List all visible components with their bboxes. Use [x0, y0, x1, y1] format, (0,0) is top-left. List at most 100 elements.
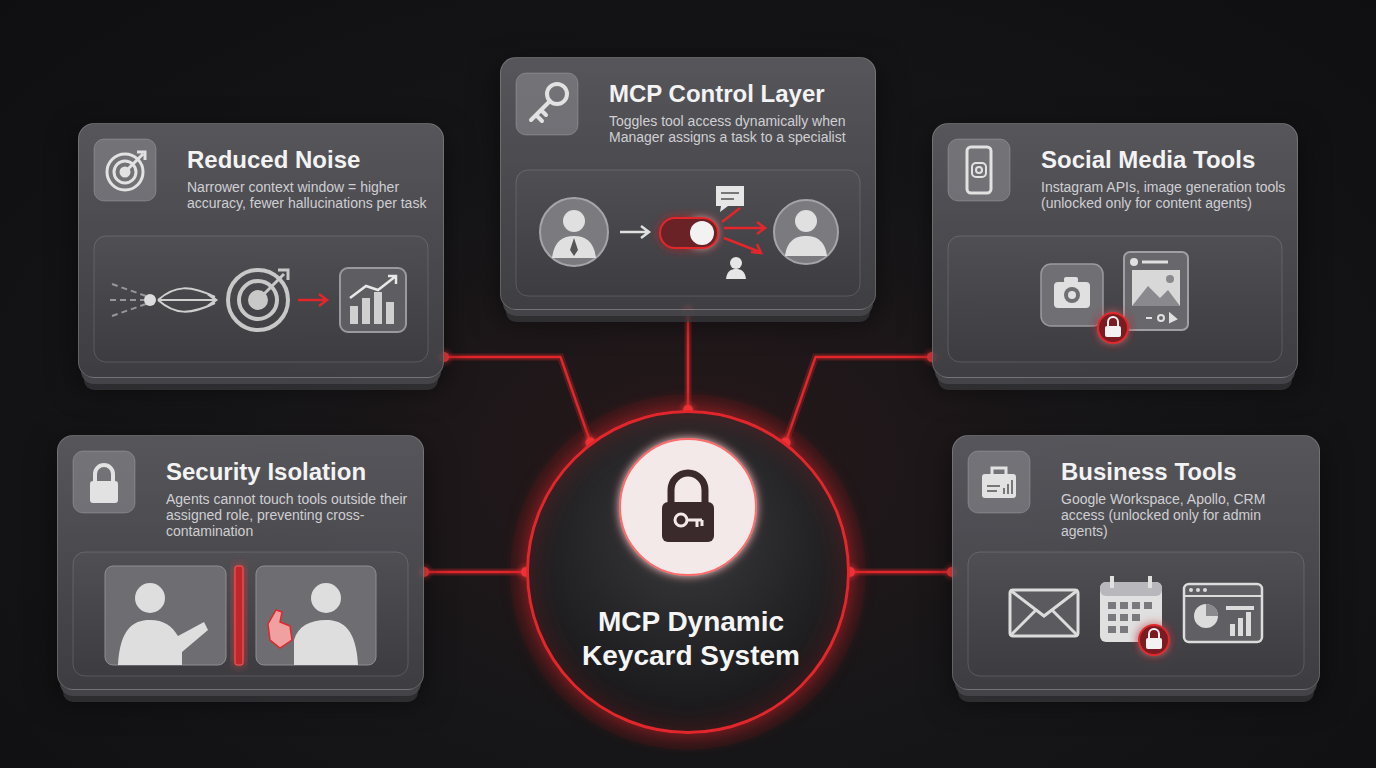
email-icon [1010, 590, 1078, 636]
box-title: MCP Control Layer [609, 80, 825, 108]
lock-badge [1098, 313, 1128, 343]
specialist-avatar [774, 200, 838, 264]
accuracy-target [228, 270, 288, 330]
growth-chart [298, 268, 406, 332]
toggle-arrows [724, 238, 761, 253]
phone-icon [967, 147, 991, 193]
image-post [1124, 252, 1188, 330]
calendar-icon [1120, 602, 1128, 609]
lock-badge [1108, 317, 1118, 327]
inner-panel [516, 170, 860, 296]
image-post [1124, 252, 1188, 330]
lock-badge [1139, 625, 1169, 655]
image-post [1132, 286, 1180, 306]
dashboard-icon [1230, 624, 1235, 636]
target-icon [107, 154, 143, 190]
growth-chart [386, 302, 394, 324]
inner-panel [73, 170, 1304, 676]
small-agent [730, 257, 742, 269]
icon-tile [94, 139, 156, 201]
agent-panel [118, 620, 208, 665]
chat-bubble [716, 186, 744, 212]
image-post [1158, 315, 1164, 321]
box-body: Agents cannot touch tools outside their … [166, 491, 413, 539]
agent-panel [268, 610, 292, 648]
box-title: MCP Dynamic Keycard System [551, 605, 831, 673]
briefcase-icon [992, 468, 1006, 474]
key-icon [547, 84, 567, 104]
camera-tile [1041, 264, 1103, 326]
flow-arrow [620, 226, 649, 238]
image-post [1166, 275, 1174, 283]
briefcase-icon [987, 486, 1000, 491]
phone-icon [972, 163, 986, 177]
specialist-avatar [774, 200, 838, 264]
growth-chart [374, 292, 382, 324]
camera-tile [1068, 291, 1076, 299]
agent-panel [256, 566, 376, 665]
icon-tile [73, 73, 1030, 513]
calendar-icon [1100, 582, 1162, 596]
briefcase-icon [982, 474, 1016, 498]
manager-avatar [552, 236, 596, 258]
specialist-avatar [795, 210, 817, 232]
dashboard-icon [1184, 595, 1262, 597]
access-toggle [660, 218, 718, 248]
box-title: Security Isolation [166, 458, 366, 486]
access-toggle [690, 221, 714, 245]
connector-line [444, 357, 591, 443]
noise-funnel [208, 294, 216, 306]
noise-funnel [112, 284, 146, 296]
calendar-icon [1144, 602, 1152, 609]
calendar-icon [1132, 614, 1140, 621]
image-post [1142, 261, 1168, 264]
box-title: Reduced Noise [187, 146, 360, 174]
hub-lock [671, 473, 705, 504]
connector-glow [685, 310, 692, 410]
calendar-icon [1100, 582, 1162, 642]
image-post [1130, 258, 1138, 266]
agent-panel [311, 583, 341, 613]
padlock-icon [95, 465, 113, 482]
connector-glow [785, 357, 932, 443]
email-icon [1010, 590, 1078, 636]
toggle-arrows [724, 222, 765, 234]
dashboard-icon [1238, 618, 1243, 636]
accuracy-target [228, 270, 288, 330]
hub-lock [687, 520, 702, 527]
briefcase-icon [1004, 480, 1012, 494]
connector-glow [850, 569, 952, 576]
key-icon [531, 84, 567, 121]
camera-tile [1064, 277, 1078, 283]
hub-lock [620, 439, 756, 575]
access-toggle [660, 218, 718, 248]
icon-tile [968, 451, 1030, 513]
growth-chart [298, 294, 327, 306]
keycard-hub: MCP Dynamic Keycard System [526, 410, 850, 734]
lock-badge [1105, 326, 1121, 337]
briefcase-icon [982, 468, 1016, 498]
calendar-icon [1120, 614, 1128, 621]
target-icon [107, 152, 145, 190]
inner-panel [948, 236, 1282, 362]
key-icon [531, 101, 550, 121]
growth-chart [350, 306, 358, 324]
box-body: Instagram APIs, image generation tools (… [1041, 179, 1287, 211]
manager-avatar [563, 210, 585, 232]
calendar-icon [1108, 614, 1116, 621]
box-title: Business Tools [1061, 458, 1237, 486]
toggle-arrows [722, 208, 765, 253]
calendar-icon [1112, 576, 1150, 588]
padlock-icon [90, 465, 118, 503]
padlock-icon [90, 481, 118, 503]
dashboard-icon [1194, 604, 1218, 628]
inner-panel [73, 552, 408, 676]
connector-line [785, 357, 932, 443]
phone-icon [976, 167, 982, 173]
noise-funnel [158, 288, 215, 311]
agent-panel [294, 620, 358, 665]
image-post [1146, 314, 1176, 322]
accuracy-target [250, 292, 266, 308]
small-agent [726, 269, 746, 279]
